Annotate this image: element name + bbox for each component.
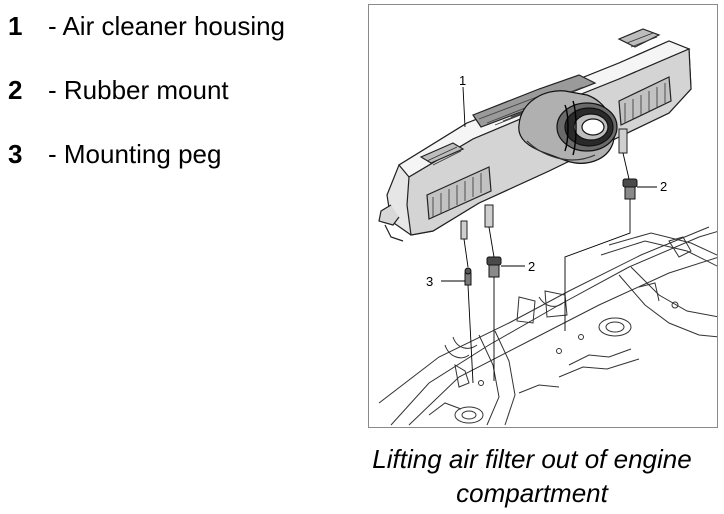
caption-line-1: Lifting air filter out of engine: [372, 444, 692, 474]
alignment-lines: [463, 152, 631, 384]
legend-label: - Air cleaner housing: [48, 11, 286, 41]
callout-mount-right: 2: [660, 179, 667, 194]
legend-number: 2: [8, 75, 23, 105]
rubber-mount-center-drawing: [486, 256, 502, 278]
intake-duct-drawing: [518, 90, 618, 164]
legend-item-mounting-peg: 3 - Mounting peg: [8, 138, 348, 202]
figure-caption: Lifting air filter out of engine compart…: [340, 442, 724, 510]
legend-number: 1: [8, 11, 23, 41]
exploded-view-drawing: 1 2 2 3: [378, 28, 717, 426]
callout-mount-center: 2: [528, 259, 535, 274]
parts-legend: 1 - Air cleaner housing 2 - Rubber mount…: [8, 10, 348, 202]
callout-housing: 1: [459, 73, 466, 88]
legend-item-air-cleaner-housing: 1 - Air cleaner housing: [8, 10, 348, 74]
callouts: 1 2 2 3: [426, 73, 667, 289]
legend-number: 3: [8, 139, 23, 169]
engine-compartment-drawing: [378, 226, 717, 426]
caption-line-2: compartment: [456, 478, 608, 508]
legend-label: - Mounting peg: [48, 139, 222, 169]
callout-leader-housing: [462, 86, 466, 128]
mounting-peg-drawing: [464, 267, 472, 286]
rubber-mount-right-drawing: [622, 178, 638, 200]
exploded-view-figure: 1 2 2 3: [368, 4, 718, 428]
legend-item-rubber-mount: 2 - Rubber mount: [8, 74, 348, 138]
legend-label: - Rubber mount: [48, 75, 229, 105]
callout-peg: 3: [426, 274, 433, 289]
